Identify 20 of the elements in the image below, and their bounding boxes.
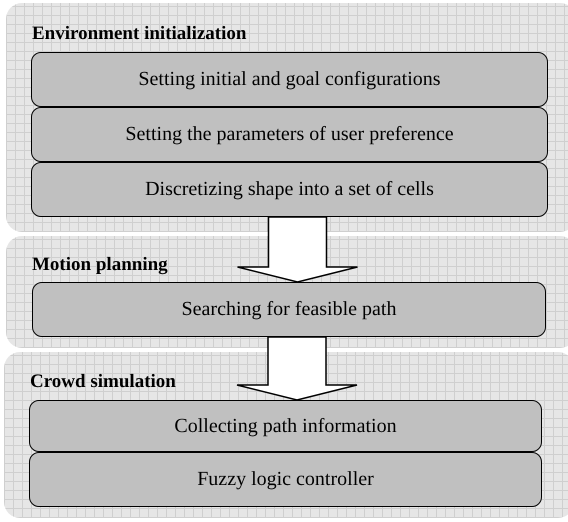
process-box bbox=[31, 162, 548, 217]
stage-panel bbox=[6, 3, 568, 232]
process-box bbox=[29, 452, 542, 507]
process-label: Collecting path information bbox=[174, 414, 397, 438]
stage-heading: Motion planning bbox=[32, 254, 168, 276]
block-arrow bbox=[236, 216, 358, 283]
block-arrow bbox=[236, 336, 358, 401]
process-box bbox=[32, 282, 546, 337]
stage-panel bbox=[6, 236, 568, 348]
stage-heading: Environment initialization bbox=[32, 23, 246, 45]
process-label: Setting initial and goal configurations bbox=[138, 68, 441, 91]
process-label: Searching for feasible path bbox=[182, 298, 396, 321]
process-box bbox=[31, 52, 548, 107]
process-label: Fuzzy logic controller bbox=[197, 468, 374, 491]
process-box bbox=[31, 107, 548, 162]
process-label: Setting the parameters of user preference bbox=[125, 123, 454, 146]
stage-heading: Crowd simulation bbox=[30, 371, 176, 393]
process-label: Discretizing shape into a set of cells bbox=[145, 178, 434, 201]
stage-panel bbox=[4, 352, 568, 518]
process-box bbox=[29, 400, 542, 452]
